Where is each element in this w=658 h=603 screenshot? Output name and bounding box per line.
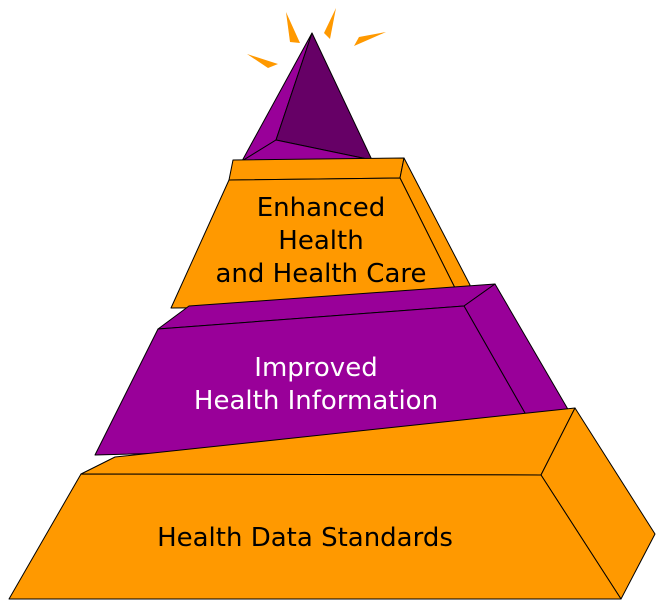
tier-enhanced-shape [170,157,471,309]
burst-ray-3 [324,8,336,39]
tier-enhanced-line-3: and Health Care [215,259,427,289]
tier-enhanced-line-1: Enhanced [256,193,386,223]
tier-improved-line-1: Improved [254,353,378,383]
tier-improved-label: Improved Health Information [166,352,466,418]
burst-rays [247,8,386,68]
burst-ray-4 [354,32,386,46]
tier-standards-front [8,473,622,600]
tier-enhanced-label: Enhanced Health and Health Care [191,192,451,291]
burst-ray-2 [286,12,300,43]
apex-side-face [275,32,373,161]
burst-ray-1 [247,54,278,68]
tier-enhanced-line-2: Health [278,226,364,256]
tier-enhanced-top [228,157,405,181]
tier-improved-shape [94,283,574,456]
tier-standards-line-1: Health Data Standards [157,523,453,553]
tier-improved-line-2: Health Information [193,386,439,416]
tier-standards-shape [8,407,656,600]
tier-standards-label: Health Data Standards [130,522,480,555]
